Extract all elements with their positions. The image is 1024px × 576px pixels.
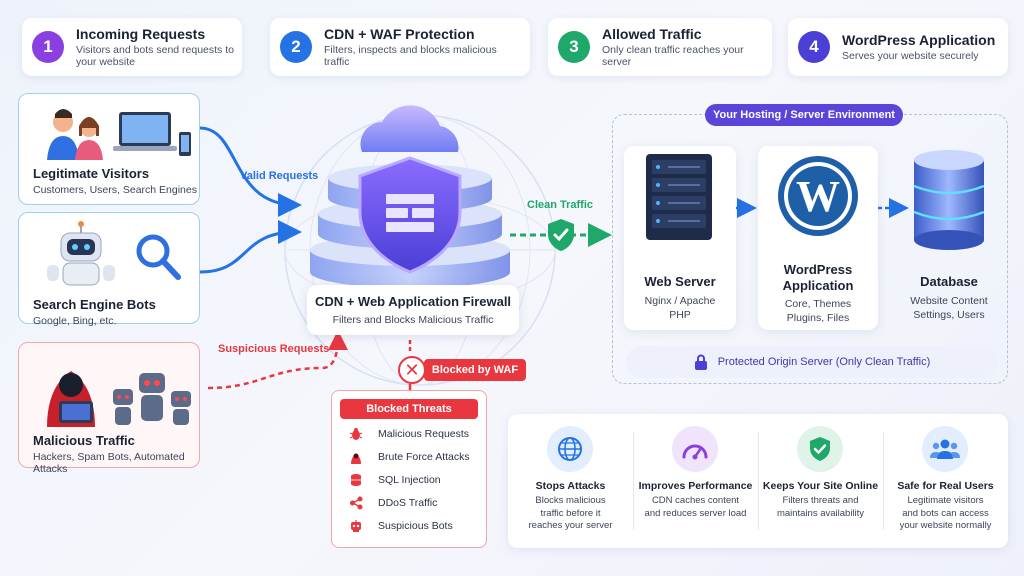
wordpress-title-line2: Application bbox=[782, 278, 854, 293]
svg-text:W: W bbox=[796, 172, 840, 221]
source-subtitle: Customers, Users, Search Engines bbox=[33, 184, 197, 196]
benefit-title: Stops Attacks bbox=[535, 480, 606, 492]
search-engine-bots-card: Search Engine Bots Google, Bing, etc. bbox=[18, 212, 200, 327]
wordpress-title-line1: WordPress bbox=[783, 262, 853, 277]
server-environment-title: Your Hosting / Server Environment bbox=[705, 104, 903, 126]
wordpress-card: W WordPress Application Core, Themes Plu… bbox=[758, 146, 878, 330]
threat-label: SQL Injection bbox=[378, 473, 441, 486]
cdn-waf-label: CDN + Web Application Firewall Filters a… bbox=[307, 285, 519, 335]
clean-traffic-label: Clean Traffic bbox=[527, 199, 594, 211]
list-item: Suspicious Bots bbox=[332, 514, 486, 537]
threats-title: Blocked Threats bbox=[340, 399, 478, 419]
bug-icon bbox=[348, 426, 364, 442]
source-title: Malicious Traffic bbox=[33, 433, 135, 448]
globe-icon bbox=[558, 437, 582, 461]
valid-requests-label: Valid Requests bbox=[240, 170, 319, 182]
benefit-keeps-site-online: Keeps Your Site Online Filters threats a… bbox=[758, 414, 883, 548]
database-line2: Settings, Users bbox=[913, 309, 985, 321]
source-title: Search Engine Bots bbox=[33, 297, 156, 312]
list-item: Malicious Requests bbox=[332, 423, 486, 446]
threat-label: DDoS Traffic bbox=[378, 496, 438, 509]
step-subtitle: Serves your website securely bbox=[842, 50, 979, 62]
people-laptop-icon bbox=[47, 109, 191, 160]
lock-icon bbox=[694, 354, 707, 370]
step-subtitle: Filters, inspects and blocks malicious t… bbox=[324, 44, 497, 68]
cdn-title: CDN + Web Application Firewall bbox=[314, 294, 512, 309]
shield-check-icon bbox=[810, 437, 830, 461]
suspicious-requests-label: Suspicious Requests bbox=[218, 343, 330, 355]
database-line1: Website Content bbox=[910, 295, 988, 307]
database-title: Database bbox=[920, 274, 978, 289]
source-subtitle: Hackers, Spam Bots, Automated Attacks bbox=[33, 451, 185, 475]
step-number: 3 bbox=[558, 31, 590, 63]
threat-label: Brute Force Attacks bbox=[378, 451, 470, 464]
step-title: Allowed Traffic bbox=[602, 26, 702, 42]
cdn-subtitle: Filters and Blocks Malicious Traffic bbox=[332, 314, 494, 326]
benefit-title: Keeps Your Site Online bbox=[762, 480, 879, 492]
legitimate-visitors-card: Legitimate Visitors Customers, Users, Se… bbox=[18, 93, 200, 205]
web-server-card: Web Server Nginx / Apache PHP bbox=[624, 146, 736, 330]
source-subtitle: Google, Bing, etc. bbox=[33, 315, 117, 327]
robot-magnifier-icon bbox=[47, 221, 181, 286]
list-item: DDoS Traffic bbox=[332, 491, 486, 514]
cdn-waf-stack-icon bbox=[310, 105, 510, 288]
blocked-by-waf-badge: Blocked by WAF bbox=[424, 359, 526, 381]
source-title: Legitimate Visitors bbox=[33, 166, 150, 181]
threat-label: Malicious Requests bbox=[378, 428, 470, 441]
gauge-icon bbox=[682, 444, 708, 460]
step-title: WordPress Application bbox=[842, 32, 996, 48]
hacker-icon bbox=[348, 449, 364, 465]
step-number: 4 bbox=[798, 31, 830, 63]
web-server-line1: Nginx / Apache bbox=[644, 295, 716, 307]
users-icon bbox=[930, 439, 960, 459]
wordpress-line2: Plugins, Files bbox=[786, 312, 850, 324]
database-icon bbox=[913, 150, 985, 250]
web-server-line2: PHP bbox=[669, 309, 691, 321]
hacker-bots-icon bbox=[47, 371, 191, 427]
protected-origin-text: Protected Origin Server (Only Clean Traf… bbox=[717, 356, 931, 368]
step-number: 2 bbox=[280, 31, 312, 63]
protected-origin-banner: Protected Origin Server (Only Clean Traf… bbox=[626, 346, 998, 378]
step-subtitle: Only clean traffic reaches your server bbox=[602, 44, 744, 68]
step-subtitle: Visitors and bots send requests to your … bbox=[76, 44, 234, 68]
wordpress-line1: Core, Themes bbox=[784, 298, 852, 310]
share-network-icon bbox=[348, 495, 364, 511]
step-title: Incoming Requests bbox=[76, 26, 206, 42]
database-card: Database Website Content Settings, Users bbox=[896, 146, 1002, 330]
list-item: Brute Force Attacks bbox=[332, 446, 486, 469]
web-server-title: Web Server bbox=[644, 274, 716, 289]
benefit-title: Safe for Real Users bbox=[897, 480, 994, 492]
step-title: CDN + WAF Protection bbox=[324, 26, 475, 42]
benefit-title: Improves Performance bbox=[638, 480, 753, 492]
clean-check-shield-icon bbox=[548, 219, 574, 251]
wordpress-logo-icon: W bbox=[778, 156, 858, 236]
server-rack-icon bbox=[646, 154, 712, 240]
list-item: SQL Injection bbox=[332, 469, 486, 492]
malicious-traffic-card: Malicious Traffic Hackers, Spam Bots, Au… bbox=[18, 342, 200, 475]
robot-icon bbox=[348, 518, 364, 534]
blocked-threats-panel: Blocked Threats Malicious Requests Brute… bbox=[331, 390, 487, 548]
threat-label: Suspicious Bots bbox=[378, 519, 453, 532]
step-number: 1 bbox=[32, 31, 64, 63]
database-icon bbox=[348, 472, 364, 488]
blocked-x-icon: ✕ bbox=[398, 356, 426, 384]
